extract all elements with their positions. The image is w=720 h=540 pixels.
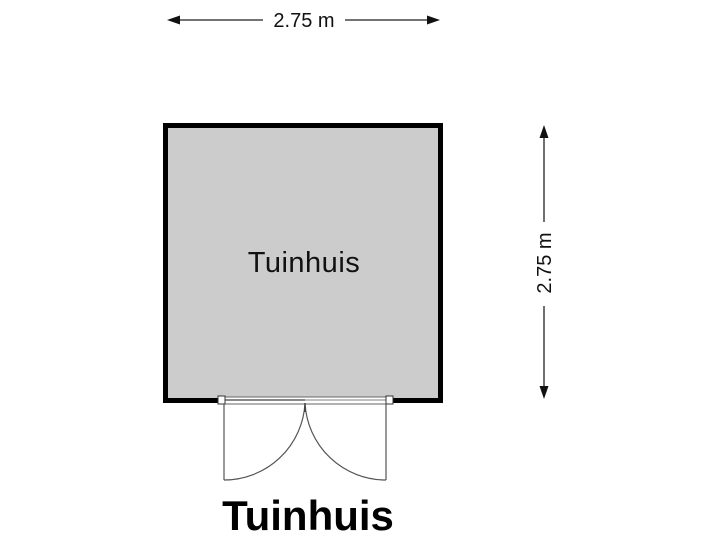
wall-right bbox=[438, 123, 443, 403]
plan-title: Tuinhuis bbox=[222, 492, 394, 539]
double-door bbox=[217, 395, 394, 481]
door-swing-arc-left bbox=[223, 402, 306, 481]
wall-bottom-left bbox=[163, 398, 219, 403]
door-swing-arc-right bbox=[304, 402, 387, 481]
arrow-up-icon bbox=[539, 125, 549, 138]
room-label: Tuinhuis bbox=[248, 247, 361, 279]
arrow-right-icon bbox=[427, 15, 440, 25]
room-tuinhuis: Tuinhuis bbox=[163, 123, 443, 403]
width-dimension-label: 2.75 m bbox=[273, 10, 334, 32]
door-jamb-right bbox=[385, 395, 394, 405]
door-jamb-left bbox=[217, 395, 226, 405]
wall-left bbox=[163, 123, 168, 403]
wall-top bbox=[163, 123, 443, 128]
depth-dimension-label: 2.75 m bbox=[534, 232, 556, 293]
width-dimension: 2.75 m bbox=[167, 10, 440, 32]
depth-dimension: 2.75 m bbox=[534, 125, 556, 399]
wall-bottom-right bbox=[392, 398, 443, 403]
arrow-left-icon bbox=[167, 15, 180, 25]
arrow-down-icon bbox=[539, 386, 549, 399]
room-floor bbox=[168, 128, 438, 398]
